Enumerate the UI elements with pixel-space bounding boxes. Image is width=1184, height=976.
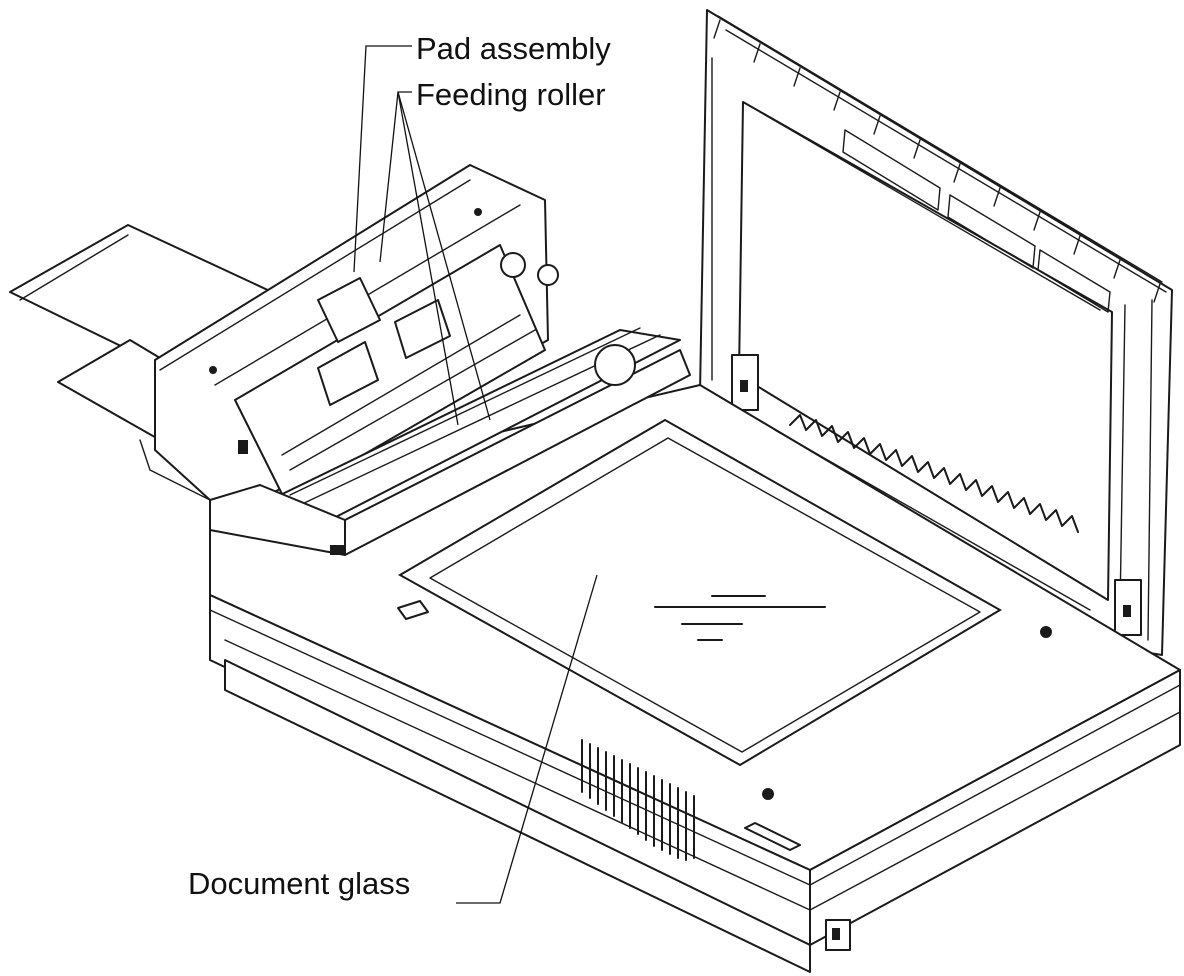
pad-assembly-label: Pad assembly xyxy=(416,31,611,66)
feeding-roller-label: Feeding roller xyxy=(416,77,606,112)
feed-window xyxy=(394,299,451,359)
lid-hatch xyxy=(713,19,1161,303)
adf-unit xyxy=(9,164,691,556)
paper-guide-teeth xyxy=(774,414,1091,611)
screw-dot xyxy=(1040,626,1052,638)
vent-grille xyxy=(581,739,695,861)
document-glass xyxy=(397,418,1002,767)
control-panel xyxy=(744,822,801,851)
screw-dot xyxy=(762,788,774,800)
document-glass-label: Document glass xyxy=(188,866,411,901)
callout-lines xyxy=(353,45,598,904)
indicator-window xyxy=(397,600,429,620)
scanner-lid xyxy=(699,9,1173,656)
pad-window xyxy=(317,341,379,406)
